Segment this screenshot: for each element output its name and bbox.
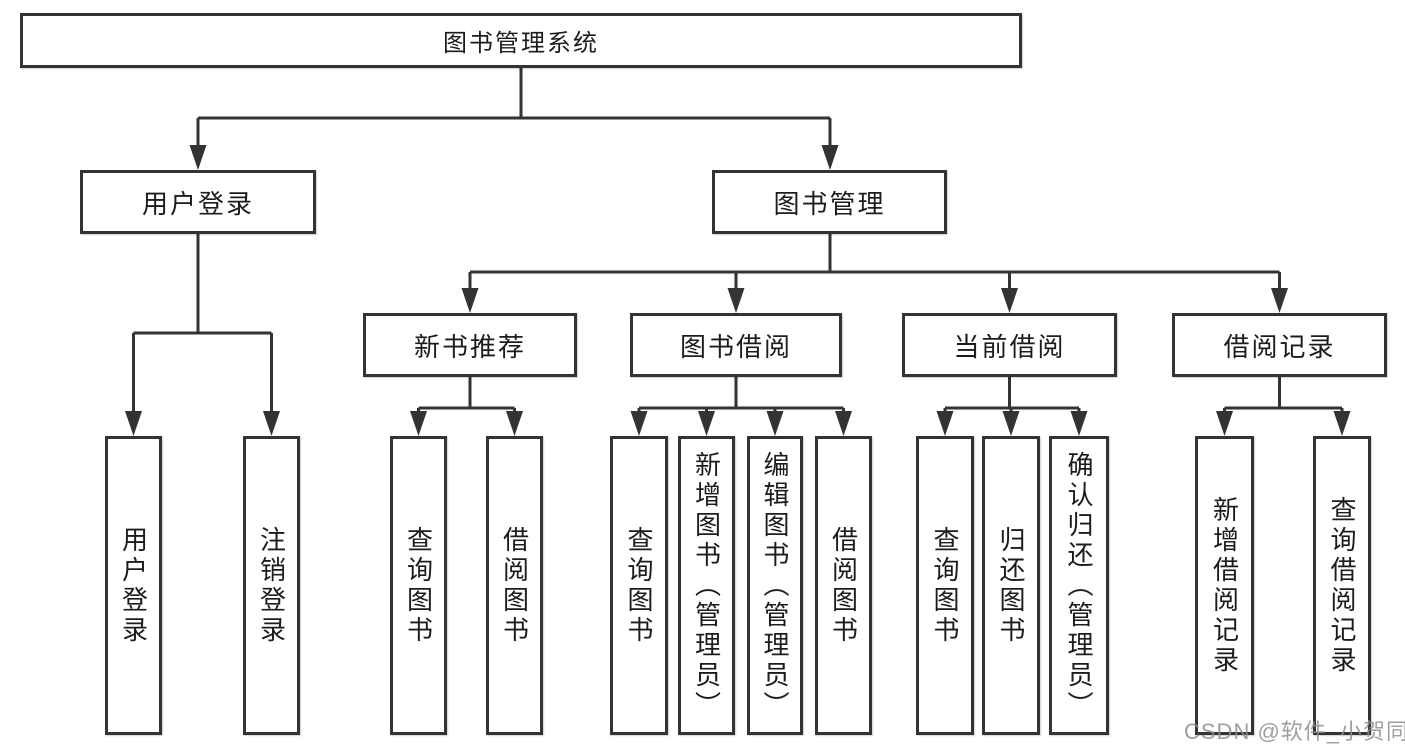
node-current-borrow: 当前借阅 bbox=[902, 313, 1117, 377]
leaf-query-borrow-record: 查询借阅记录 bbox=[1313, 436, 1371, 735]
node-book-management: 图书管理 bbox=[712, 170, 947, 234]
leaf-confirm-return-admin: 确认归还（管理员） bbox=[1049, 436, 1109, 735]
leaf-borrow-books-recommend: 借阅图书 bbox=[486, 436, 543, 735]
csdn-watermark: CSDN @软件_小贺同学 bbox=[1184, 719, 1405, 744]
leaf-edit-books-admin: 编辑图书（管理员） bbox=[747, 436, 803, 735]
node-user-login: 用户登录 bbox=[80, 170, 316, 234]
node-borrow-records: 借阅记录 bbox=[1172, 313, 1387, 377]
leaf-add-borrow-record: 新增借阅记录 bbox=[1195, 436, 1254, 735]
node-library-management-system: 图书管理系统 bbox=[20, 13, 1022, 68]
leaf-query-books-borrow: 查询图书 bbox=[610, 436, 668, 735]
leaf-logout: 注销登录 bbox=[243, 436, 300, 735]
node-book-borrow: 图书借阅 bbox=[630, 313, 842, 377]
arrowheads bbox=[125, 145, 1351, 436]
leaf-add-books-admin: 新增图书（管理员） bbox=[678, 436, 735, 735]
node-new-book-recommend: 新书推荐 bbox=[363, 313, 577, 377]
leaf-return-books: 归还图书 bbox=[982, 436, 1040, 735]
leaf-borrow-books: 借阅图书 bbox=[815, 436, 872, 735]
leaf-query-books-recommend: 查询图书 bbox=[390, 436, 447, 735]
leaf-user-login: 用户登录 bbox=[105, 436, 162, 735]
leaf-query-books-current: 查询图书 bbox=[916, 436, 974, 735]
